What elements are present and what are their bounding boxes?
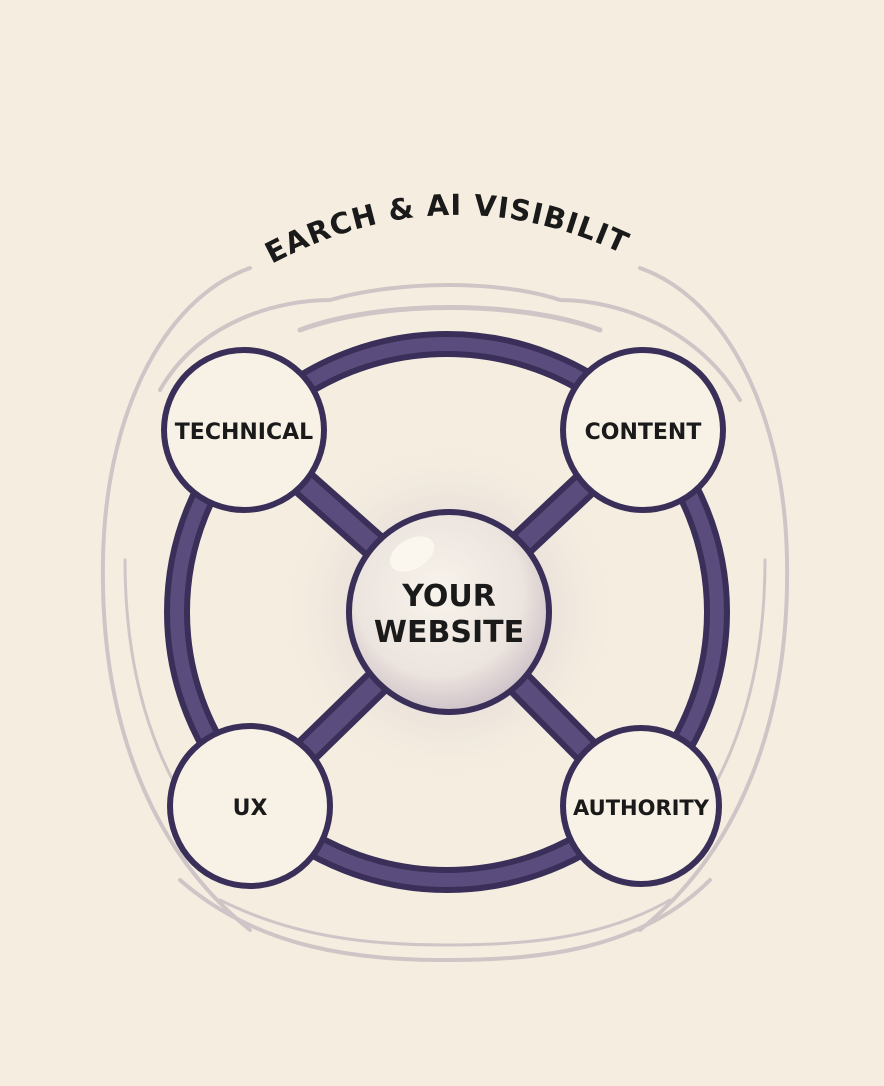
outer-visibility-arcs bbox=[100, 266, 790, 963]
inner-arc-bottom bbox=[218, 898, 672, 947]
node-label-ux: UX bbox=[233, 796, 268, 821]
outer-arc-right bbox=[638, 266, 790, 932]
node-ux: UX bbox=[167, 723, 333, 889]
node-content: CONTENT bbox=[560, 347, 726, 513]
node-label-authority: AUTHORITY bbox=[573, 796, 710, 820]
outer-arc-bottom bbox=[178, 878, 712, 963]
inner-arc-top bbox=[297, 305, 603, 333]
center-node: YOUR WEBSITE bbox=[346, 509, 552, 715]
outer-arc-top bbox=[158, 283, 742, 402]
node-authority: AUTHORITY bbox=[560, 725, 722, 887]
node-label-technical: TECHNICAL bbox=[175, 420, 313, 445]
center-label-line2: WEBSITE bbox=[374, 615, 524, 650]
outer-arc-left bbox=[100, 266, 252, 932]
sphere-highlight bbox=[389, 536, 435, 572]
node-label-content: CONTENT bbox=[585, 420, 702, 445]
center-label-line1: YOUR bbox=[401, 579, 496, 614]
node-technical: TECHNICAL bbox=[161, 347, 327, 513]
title-curved: SEARCH & AI VISIBILITY bbox=[0, 0, 634, 270]
